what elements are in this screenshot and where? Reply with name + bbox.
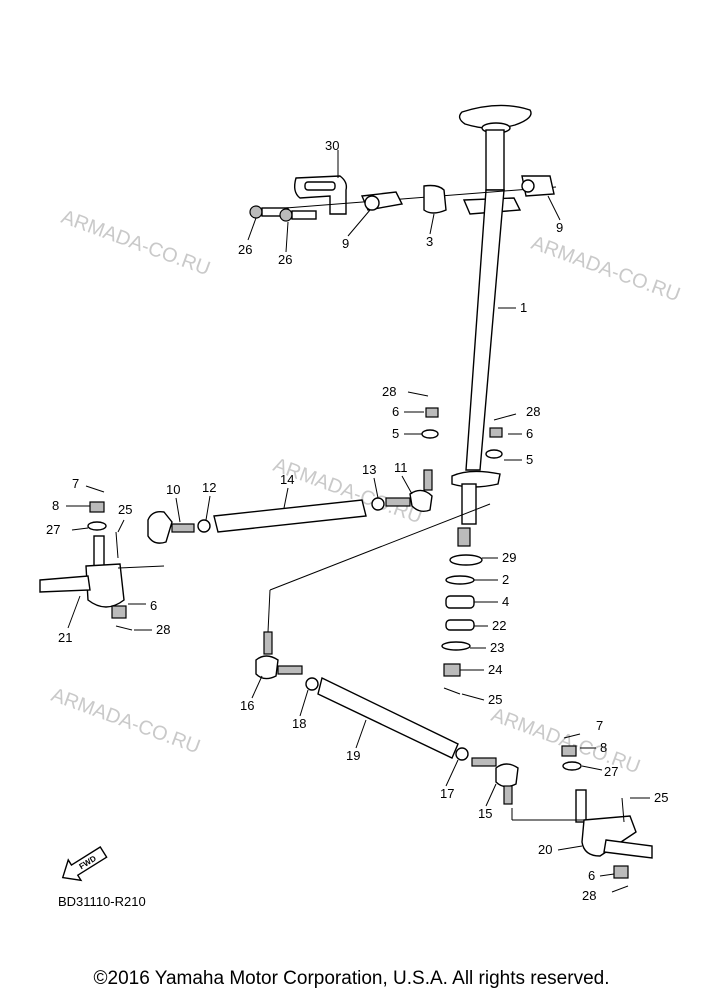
lower-bearing-stack: [441, 554, 483, 695]
callout-5b: 5: [526, 452, 533, 467]
callout-30: 30: [325, 138, 339, 153]
callout-25b: 25: [488, 692, 502, 707]
callout-6d: 6: [588, 868, 595, 883]
callout-18: 18: [292, 716, 306, 731]
callout-15: 15: [478, 806, 492, 821]
callout-1: 1: [520, 300, 527, 315]
callout-22: 22: [492, 618, 506, 633]
fwd-arrow-icon: [61, 846, 108, 882]
callout-3: 3: [426, 234, 433, 249]
callout-25a: 25: [118, 502, 132, 517]
tie-rod-right: [255, 631, 519, 805]
callout-10: 10: [166, 482, 180, 497]
knuckle-right: [511, 733, 653, 893]
callout-28b: 28: [526, 404, 540, 419]
callout-13: 13: [362, 462, 376, 477]
callout-2: 2: [502, 572, 509, 587]
callout-17: 17: [440, 786, 454, 801]
callout-26a: 26: [238, 242, 252, 257]
callout-24: 24: [488, 662, 502, 677]
callout-23: 23: [490, 640, 504, 655]
steering-column: [451, 104, 532, 547]
callout-11: 11: [394, 460, 408, 475]
callout-28d: 28: [582, 888, 596, 903]
callout-6a: 6: [392, 404, 399, 419]
knuckle-left: [39, 485, 165, 631]
watermarks: ARMADA-CO.RU ARMADA-CO.RU ARMADA-CO.RU A…: [48, 206, 683, 778]
callout-28c: 28: [156, 622, 170, 637]
callout-27b: 27: [604, 764, 618, 779]
callout-21: 21: [58, 630, 72, 645]
callout-16: 16: [240, 698, 254, 713]
callout-8a: 8: [52, 498, 59, 513]
callout-7a: 7: [72, 476, 79, 491]
diagram-code: BD31110-R210: [58, 894, 146, 909]
callout-19: 19: [346, 748, 360, 763]
assembly-lines: [267, 503, 491, 633]
callout-26b: 26: [278, 252, 292, 267]
watermark-2: ARMADA-CO.RU: [528, 232, 683, 306]
callout-9b: 9: [556, 220, 563, 235]
tie-rod-left: [147, 469, 433, 544]
callout-27a: 27: [46, 522, 60, 537]
copyright-notice: ©2016 Yamaha Motor Corporation, U.S.A. A…: [93, 968, 610, 989]
callout-25c: 25: [654, 790, 668, 805]
watermark-1: ARMADA-CO.RU: [58, 206, 213, 280]
callout-6c: 6: [150, 598, 157, 613]
callout-7b: 7: [596, 718, 603, 733]
callout-20: 20: [538, 842, 552, 857]
watermark-4: ARMADA-CO.RU: [48, 684, 203, 758]
callout-14: 14: [280, 472, 294, 487]
callout-12: 12: [202, 480, 216, 495]
leader-lines: [66, 150, 650, 877]
callout-4: 4: [502, 594, 509, 609]
callout-8b: 8: [600, 740, 607, 755]
callout-5a: 5: [392, 426, 399, 441]
column-lower-hardware: [407, 391, 517, 459]
upper-bracket-group: [249, 175, 557, 222]
callout-28a: 28: [382, 384, 396, 399]
callout-29: 29: [502, 550, 516, 565]
callout-9a: 9: [342, 236, 349, 251]
callouts: 30 26 26 9 3 9 1 28 6 5 28 6 5 13 11 14 …: [46, 138, 668, 903]
callout-6b: 6: [526, 426, 533, 441]
fwd-arrow: FWD: [61, 846, 108, 882]
